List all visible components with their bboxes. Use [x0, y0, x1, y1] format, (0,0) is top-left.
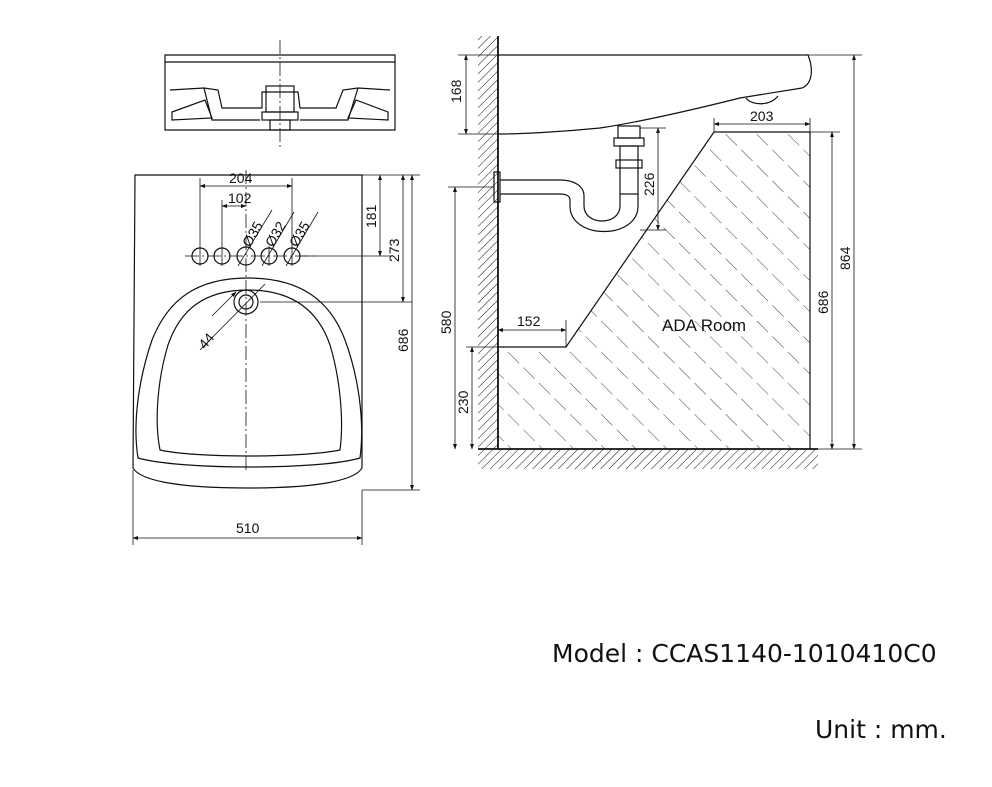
dim-168-label: 168	[448, 79, 464, 103]
basin-outline	[132, 174, 363, 489]
dim-204-label: 204	[229, 170, 253, 186]
dim-273-label: 273	[386, 238, 402, 262]
front-elevation-view	[164, 40, 396, 148]
unit-label: Unit : mm.	[815, 715, 947, 744]
ada-room-label: ADA Room	[662, 316, 746, 335]
dim-864-label: 864	[837, 246, 853, 270]
dim-44-label: 44	[195, 330, 217, 352]
dim-226-label: 226	[641, 172, 657, 196]
tap-holes	[191, 246, 301, 266]
dim-510-label: 510	[236, 520, 260, 536]
dim-203-label: 203	[750, 108, 774, 124]
side-view: 168 226 203 864 686 580 152 230 ADA Room	[438, 36, 862, 469]
dim-181-label: 181	[363, 204, 379, 228]
dim-580-label: 580	[438, 310, 454, 334]
dim-hole2-label: Ø32	[262, 218, 289, 249]
dim-hole1-label: Ø35	[239, 218, 266, 249]
dim-686-top-label: 686	[395, 328, 411, 352]
dim-230-label: 230	[455, 390, 471, 414]
top-view-plan: 204 102 Ø35 Ø32 Ø35 181 273 686 44 51	[132, 170, 420, 545]
dim-102-label: 102	[228, 190, 252, 206]
p-trap	[493, 125, 645, 233]
dim-hole3-label: Ø35	[286, 218, 313, 249]
model-label: Model : CCAS1140-1010410C0	[552, 639, 937, 668]
dim-686-side-label: 686	[815, 290, 831, 314]
dim-152-label: 152	[517, 313, 541, 329]
